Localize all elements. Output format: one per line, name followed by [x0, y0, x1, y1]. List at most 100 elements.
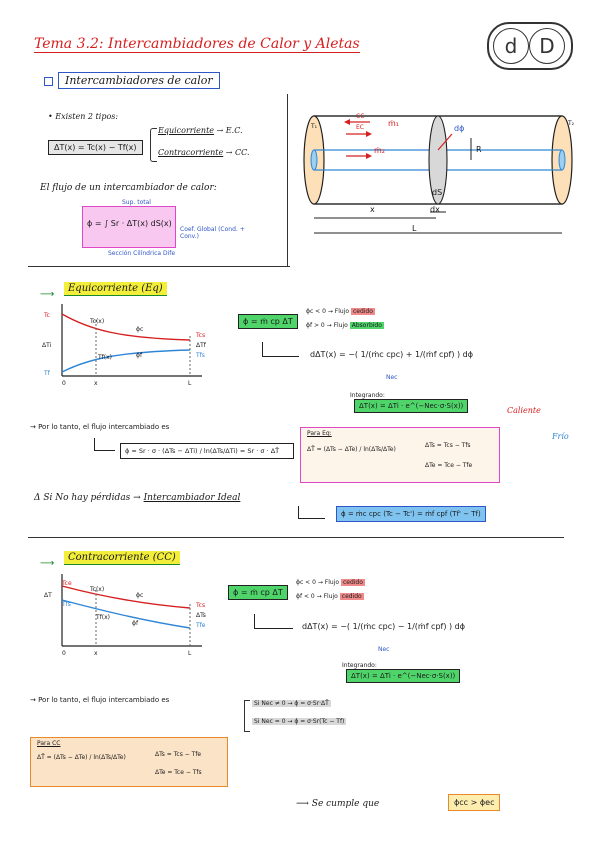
logo: d D	[487, 22, 573, 70]
g2-Tce: Tce	[62, 580, 72, 587]
eq-dte: ΔTe = Tce − Tfe	[425, 462, 473, 469]
cc-nec: Nec	[378, 646, 390, 653]
cc-para-box: Para CC ΔT̄ = (ΔTs − ΔTe) / ln(ΔTs/ΔTe) …	[30, 737, 228, 787]
g2-Tcx: Tc(x)	[90, 586, 105, 593]
eq-caliente: Caliente	[507, 406, 541, 415]
eq-ideal-box: ϕ = ṁc cpc (Tc − Tc') = ṁf cpf (Tf' − Tf…	[336, 506, 486, 522]
divider-1	[28, 266, 290, 267]
diagram-x-label: x	[370, 205, 375, 214]
flujo-formula: ϕ = ∫ Sr · ΔT(x) dS(x)	[87, 219, 172, 228]
g2-Tcs: Tcs	[196, 602, 206, 609]
dS-note: Sección Cilíndrica Dife	[108, 250, 176, 257]
g2-Tfs: Tfs	[62, 601, 71, 608]
logo-right-circle: D	[529, 28, 565, 64]
g1-Tfx: Tf(x)	[98, 354, 113, 361]
logo-left-circle: d	[493, 28, 529, 64]
eq-nec: Nec	[386, 374, 398, 381]
eq-return-arrow	[262, 342, 299, 357]
g1-Tcs: Tcs	[196, 332, 206, 339]
diagram-L-label: L	[412, 224, 417, 233]
page-title: Tema 3.2: Intercambiadores de Calor y Al…	[34, 36, 360, 53]
eq-phi-int-box: ϕ = Sr · σ · (ΔTs − ΔTi) / ln(ΔTs/ΔTi) =…	[120, 443, 294, 459]
cc-si1: Si Nec ≠ 0 → ϕ = σ·Sr·ΔT̄	[252, 700, 331, 707]
coef-global-note: Coef. Global (Cond. + Conv.)	[180, 226, 245, 240]
g1-phic: ϕc	[136, 326, 144, 333]
eq-phi-arrow	[94, 438, 115, 451]
eq-d-dt: dΔT(x) = −( 1/(ṁc cpc) + 1/(ṁf cpf) ) dϕ	[310, 350, 474, 359]
cc-por-lo-tanto: → Por lo tanto, el flujo intercambiado e…	[30, 696, 170, 704]
cc-d-dt: dΔT(x) = −( 1/(ṁc cpc) − 1/(ṁf cpf) ) dϕ	[302, 622, 466, 631]
diagram-T1-label: T₁	[311, 123, 318, 130]
g1-dTi: ΔTi	[42, 342, 52, 349]
g2-Tfe: Tfe	[196, 622, 206, 629]
eq-dt-result: ΔT(x) = ΔTi · e^(−Nec·σ·S(x))	[354, 399, 469, 413]
g2-Tfx: Tf(x)	[96, 614, 111, 621]
eq-phi-box: ϕ = ṁ cp ΔT	[238, 314, 298, 329]
diagram-m1-label: ṁ₁	[388, 119, 399, 128]
g2-dTs: ΔTs	[196, 612, 206, 619]
cc-si2: Si Nec = 0 → ϕ = σ·Sr(Tc − Tf)	[252, 718, 347, 725]
diagram-dS-label: dS	[432, 188, 443, 197]
flujo-formula-box: ϕ = ∫ Sr · ΔT(x) dS(x)	[82, 206, 176, 248]
g1-x: x	[94, 380, 98, 387]
eq-para-label: Para Eq:	[307, 430, 332, 437]
cc-se-cumple-arrow: ⟶	[296, 799, 309, 809]
g1-L: L	[188, 380, 192, 387]
g1-Tc: Tc	[44, 312, 50, 319]
cc-dte: ΔTe = Tce − Tfs	[155, 769, 202, 776]
cc-integrando: Integrando:	[342, 662, 377, 669]
flow-arrow-inner-head	[366, 153, 372, 159]
section-checkbox-icon	[44, 77, 53, 86]
dphi-arrow	[437, 133, 453, 151]
graph-cc	[61, 574, 202, 647]
sup-total-note: Sup. total	[122, 199, 151, 206]
tipos-text: • Existen 2 tipos:	[48, 112, 119, 121]
eq-ideal-arrow	[298, 506, 325, 519]
graph-eq	[61, 304, 202, 377]
eq-para-box: Para Eq: ΔT̄ = (ΔTs − ΔTe) / ln(ΔTs/ΔTe)…	[300, 427, 500, 483]
g1-origin: 0	[62, 380, 66, 387]
cc-return-arrow	[254, 614, 293, 629]
g1-Tfs: Tfs	[196, 352, 205, 359]
diagram-ec-label: EC	[356, 124, 364, 131]
graph-cc-cold-curve	[61, 599, 191, 629]
graph-cc-hot-curve	[61, 585, 191, 609]
g2-x: x	[94, 650, 98, 657]
g1-Tf: Tf	[44, 370, 50, 377]
cc-row2: ϕf < 0 → Flujo cedido	[296, 593, 364, 600]
cc-dts: ΔTs = Tcs − Tfe	[155, 751, 202, 758]
dt-equation-box: ΔT(x) = Tc(x) − Tf(x)	[48, 140, 143, 155]
cc-heading: Contracorriente (CC)	[64, 551, 180, 565]
diagram-cc-label: CC	[356, 113, 365, 120]
cc-row1: ϕc < 0 → Flujo cedido	[296, 579, 365, 586]
cc-dt-result: ΔT(x) = ΔTi · e^(−Nec·σ·S(x))	[346, 669, 461, 683]
equicorriente-label: Equicorriente → E.C.	[158, 126, 243, 135]
cc-phi-box: ϕ = ṁ cp ΔT	[228, 585, 288, 600]
cc-para-label: Para CC	[37, 740, 61, 747]
eq-por-lo-tanto: → Por lo tanto, el flujo intercambiado e…	[30, 423, 170, 431]
eq-dtm: ΔT̄ = (ΔTs − ΔTe) / ln(ΔTs/ΔTe)	[307, 446, 396, 453]
diagram-R-label: R	[476, 145, 482, 154]
cc-arrow-icon: ⟶	[40, 558, 55, 569]
ds-slice	[428, 115, 448, 205]
logo-letter-D: D	[539, 34, 555, 58]
flow-arrow-ec-head	[366, 131, 372, 137]
cc-si-bracket	[244, 700, 250, 732]
bracket	[150, 128, 157, 162]
g1-phif: ϕf	[136, 352, 143, 359]
eq-dts: ΔTs = Tcs − Tfs	[425, 442, 471, 449]
g2-L: L	[188, 650, 192, 657]
eq-frio: Frío	[552, 432, 569, 441]
g1-dTf: ΔTf	[196, 342, 206, 349]
diagram-dphi-label: dϕ	[454, 124, 465, 133]
cc-se-cumple: ⟶ Se cumple que	[296, 799, 380, 809]
diagram-m2-label: ṁ₂	[374, 146, 385, 155]
cc-cumple-box: ϕcc > ϕec	[448, 794, 501, 811]
eq-heading: Equicorriente (Eq)	[64, 282, 167, 296]
diagram-T2-label: T₂	[568, 120, 575, 127]
eq-row2: ϕf > 0 → Flujo Absorbido	[306, 322, 384, 329]
g2-origin: 0	[62, 650, 66, 657]
vertical-divider	[287, 94, 288, 266]
inner-pipe-left	[310, 149, 318, 171]
contracorriente-label: Contracorriente → CC.	[158, 148, 250, 157]
